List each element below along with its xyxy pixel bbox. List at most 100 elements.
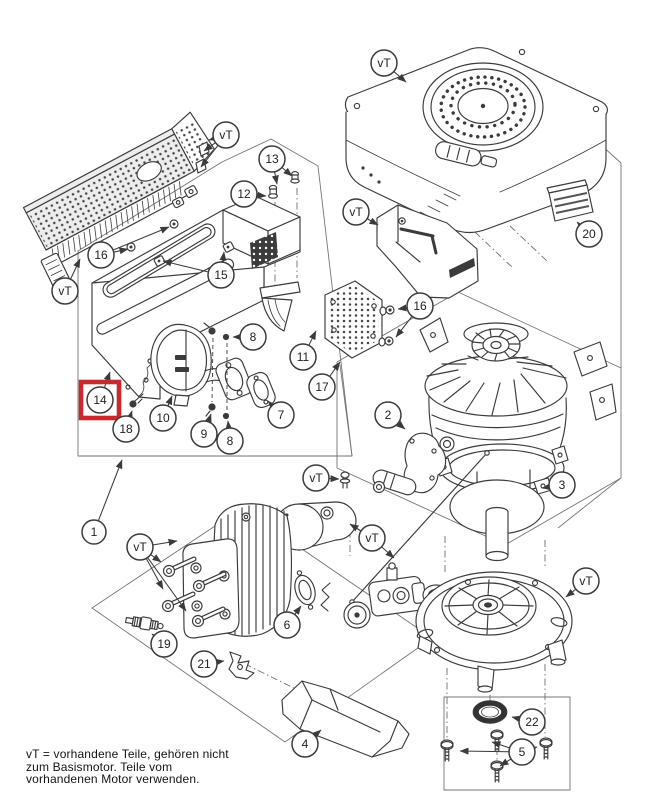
callout-balloon[interactable] (212, 121, 240, 149)
legend-note: vT = vorhandene Teile, gehören nicht zum… (26, 748, 306, 786)
callout-balloon[interactable] (548, 471, 576, 499)
callout-label: 16 (94, 248, 108, 262)
callout-balloon[interactable] (342, 198, 370, 226)
muffler-fasteners (126, 171, 300, 420)
callout-balloon[interactable] (370, 49, 398, 77)
callout-label: 1 (91, 525, 98, 539)
callout-n18[interactable]: 18 (112, 410, 140, 443)
callout-balloon[interactable] (273, 611, 301, 639)
callout-balloon[interactable] (258, 145, 286, 173)
callout-leader (511, 715, 522, 723)
air-duct (281, 680, 410, 758)
callout-label: vT (133, 540, 147, 554)
callout-balloon[interactable] (291, 730, 319, 758)
callout-n15[interactable]: 15 (162, 251, 235, 289)
callout-label: 8 (250, 330, 257, 344)
callout-n9[interactable]: 9 (190, 413, 218, 448)
callout-vt-shroud-top[interactable]: vT (370, 49, 407, 83)
callout-vt-piston-carb[interactable]: vT (349, 523, 395, 559)
callout-balloon[interactable] (207, 261, 235, 289)
callout-balloon[interactable] (216, 427, 244, 455)
callout-vt-bolt[interactable]: vT (302, 464, 340, 492)
callout-balloon[interactable] (518, 708, 546, 736)
callout-n3[interactable]: 3 (541, 471, 576, 499)
callout-label: 4 (302, 737, 309, 751)
callout-balloon[interactable] (575, 220, 603, 248)
callout-balloon[interactable] (267, 401, 295, 429)
callout-n13[interactable]: 13 (258, 145, 293, 185)
callout-n8-lower[interactable]: 8 (216, 420, 244, 455)
callout-balloon[interactable] (51, 277, 79, 305)
callout-vt-blower-plate[interactable]: vT (565, 567, 600, 598)
piston (273, 501, 357, 551)
callout-balloon[interactable] (308, 373, 336, 401)
callout-balloon[interactable] (190, 650, 218, 678)
callout-leader (293, 605, 302, 615)
callout-n20[interactable]: 20 (575, 220, 603, 248)
callout-n12[interactable]: 12 (230, 180, 267, 208)
callout-balloon[interactable] (112, 415, 140, 443)
callout-n10[interactable]: 10 (149, 395, 177, 432)
callout-balloon[interactable] (289, 343, 317, 371)
callout-n22[interactable]: 22 (511, 708, 546, 736)
callout-n6[interactable]: 6 (273, 605, 302, 639)
callout-balloon[interactable] (190, 420, 218, 448)
callout-vt-shroud-lower[interactable]: vT (342, 198, 379, 226)
callout-label: 8 (227, 434, 234, 448)
callout-leader (165, 395, 173, 406)
callout-balloon[interactable] (358, 524, 386, 552)
callout-balloon[interactable] (87, 241, 115, 269)
o-ring (472, 700, 508, 724)
callout-n17[interactable]: 17 (308, 361, 341, 401)
callout-n7[interactable]: 7 (267, 400, 295, 429)
callout-n21[interactable]: 21 (190, 650, 225, 678)
callout-leader (349, 523, 361, 532)
callout-leader (459, 747, 509, 755)
callout-label: vT (377, 56, 391, 70)
callout-leader (329, 361, 341, 377)
callout-leader (113, 226, 170, 251)
callout-balloon[interactable] (374, 401, 402, 429)
callout-balloon[interactable] (86, 386, 114, 414)
callout-balloon[interactable] (572, 567, 600, 595)
callout-balloon[interactable] (126, 533, 154, 561)
callout-balloon[interactable] (230, 180, 258, 208)
callout-label: 5 (519, 745, 526, 759)
callout-n1[interactable]: 1 (81, 459, 123, 545)
callout-balloon[interactable] (508, 738, 536, 766)
callout-n14[interactable]: 14 (78, 371, 122, 421)
callout-balloon[interactable] (239, 323, 267, 351)
callout-leader (576, 221, 586, 231)
callout-leader (225, 420, 233, 430)
callout-leader (103, 371, 111, 388)
callout-leader (397, 304, 407, 312)
callout-n5[interactable]: 5 (459, 738, 538, 767)
callout-n2[interactable]: 2 (374, 401, 406, 430)
callout-vt-grille-end[interactable]: vT (51, 258, 81, 305)
callout-balloon[interactable] (149, 404, 177, 432)
callout-n8-upper[interactable]: 8 (232, 323, 267, 351)
callout-leader (393, 71, 407, 83)
callout-balloon[interactable] (81, 519, 107, 545)
callout-vt-grille[interactable]: vT (200, 121, 240, 168)
callout-balloon[interactable] (302, 464, 330, 492)
callout-leader (204, 413, 212, 424)
plate-screws (378, 305, 395, 347)
callout-balloon[interactable] (150, 630, 178, 658)
callout-leader (219, 251, 227, 262)
callout-leader (527, 746, 538, 754)
callout-balloon[interactable] (406, 292, 434, 320)
callout-n11[interactable]: 11 (289, 330, 317, 371)
callout-n19[interactable]: 19 (150, 630, 178, 658)
callout-vt-head-bolts[interactable]: vT (126, 533, 187, 612)
callout-n4[interactable]: 4 (291, 729, 322, 758)
legend-note-line-2: zum Basismotor. Teile vom (26, 759, 173, 774)
callout-leader (151, 633, 161, 643)
callout-n16-left[interactable]: 16 (87, 226, 170, 269)
callout-label: 16 (413, 299, 427, 313)
callout-label: vT (579, 574, 593, 588)
callout-leader (491, 741, 510, 749)
callout-n16-right[interactable]: 16 (395, 292, 434, 338)
exhaust-gasket (246, 371, 276, 409)
